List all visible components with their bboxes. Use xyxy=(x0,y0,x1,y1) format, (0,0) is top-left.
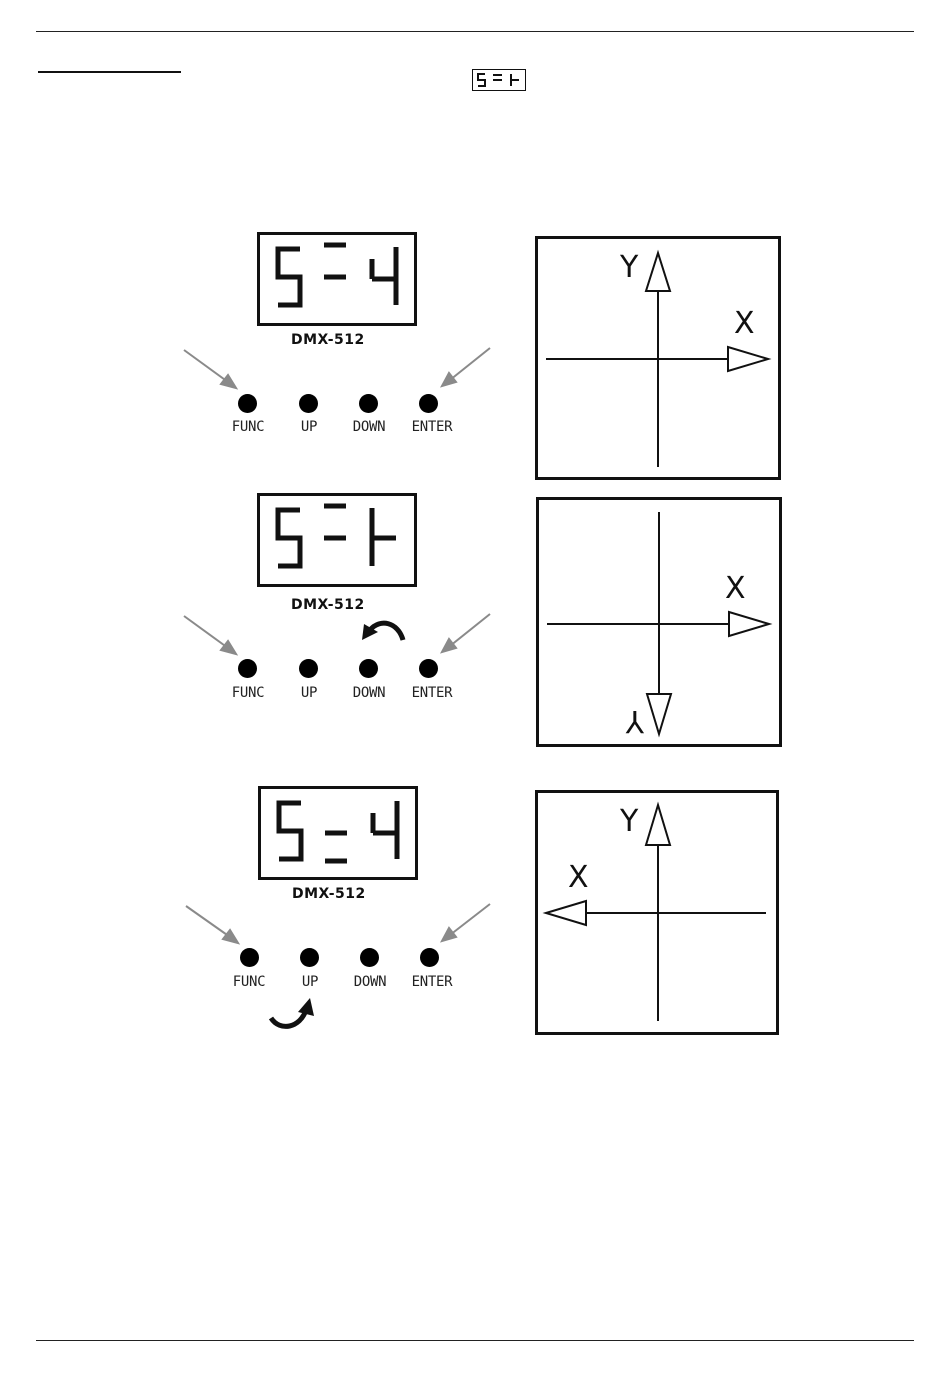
y-axis-label: Y xyxy=(619,804,639,839)
footer-rule xyxy=(36,1340,914,1341)
pointer-arrow-icon xyxy=(186,906,230,937)
func-button[interactable] xyxy=(240,948,259,967)
down-button[interactable] xyxy=(360,948,379,967)
step-3-pointers xyxy=(0,0,950,1060)
y-arrowhead-up xyxy=(646,805,670,845)
pointer-arrow-icon xyxy=(223,930,238,943)
axis-diagram: X Y xyxy=(535,790,779,1035)
func-label: FUNC xyxy=(233,974,266,990)
up-label: UP xyxy=(302,974,318,990)
enter-label: ENTER xyxy=(412,974,453,990)
x-axis-label: X xyxy=(568,860,589,895)
up-button[interactable] xyxy=(300,948,319,967)
down-label: DOWN xyxy=(354,974,387,990)
axis-diagram-svg: X Y xyxy=(538,793,776,1032)
enter-button[interactable] xyxy=(420,948,439,967)
pointer-arrow-icon xyxy=(442,928,456,941)
rotate-arrow-icon xyxy=(271,998,314,1026)
pointer-arrow-icon xyxy=(450,904,490,935)
x-arrowhead-left xyxy=(546,901,586,925)
